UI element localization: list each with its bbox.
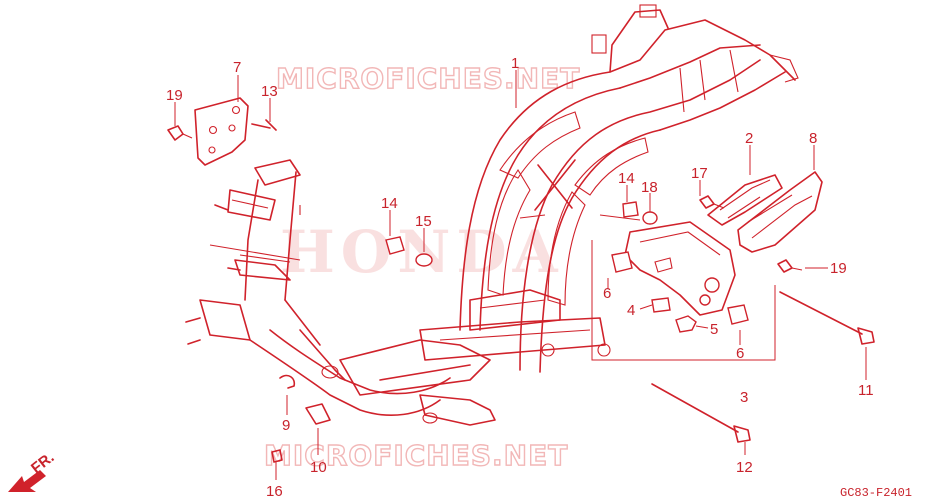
- callout-14b: 14: [618, 170, 635, 187]
- washer-15: [415, 253, 433, 267]
- engine-hanger: [611, 221, 749, 325]
- callout-10: 10: [310, 459, 327, 476]
- main-frame: [419, 4, 799, 373]
- front-direction-arrow: FR.: [8, 449, 58, 492]
- clip-part-9: [279, 374, 296, 389]
- callout-11: 11: [858, 382, 874, 399]
- callout-6b: 6: [736, 345, 744, 362]
- callout-16: 16: [266, 483, 283, 500]
- collar-14-right: [622, 201, 639, 218]
- callout-19b: 19: [830, 260, 847, 277]
- front-frame: [185, 159, 496, 426]
- callout-2: 2: [745, 130, 753, 147]
- callout-15: 15: [415, 213, 432, 230]
- watermark-bottom: MICROFICHES.NET: [264, 439, 568, 472]
- watermark-top: MICROFICHES.NET: [276, 62, 580, 95]
- bracket-plate: [194, 97, 249, 166]
- bolt-13: [251, 119, 277, 131]
- bolt-part-11: [779, 291, 875, 345]
- leader-lines: [174, 70, 867, 480]
- bolt-19-right: [777, 259, 803, 273]
- callout-14a: 14: [381, 195, 398, 212]
- diagram-code: GC83-F2401: [840, 486, 912, 500]
- direction-label: FR.: [28, 449, 58, 477]
- bolt-17: [699, 195, 725, 209]
- grab-rail-part-8: [737, 171, 823, 253]
- bolt-part-12: [651, 383, 751, 443]
- grip-part-2: [707, 174, 783, 226]
- callout-8: 8: [809, 130, 817, 147]
- callout-4: 4: [627, 302, 635, 319]
- callout-6a: 6: [603, 285, 611, 302]
- callout-17: 17: [691, 165, 708, 182]
- callout-3: 3: [740, 389, 748, 406]
- washer-18: [642, 211, 658, 225]
- callout-1: 1: [511, 55, 519, 72]
- callout-18: 18: [641, 179, 658, 196]
- callout-7: 7: [233, 59, 241, 76]
- rubber-part-4: [651, 297, 671, 313]
- plate-part-10: [305, 403, 331, 425]
- callout-5: 5: [710, 321, 718, 338]
- watermark-center: HONDA: [280, 218, 564, 286]
- callout-12: 12: [736, 459, 753, 476]
- callout-9: 9: [282, 417, 290, 434]
- collar-14-left: [385, 236, 405, 255]
- callout-19a: 19: [166, 87, 183, 104]
- callout-13: 13: [261, 83, 278, 100]
- nut-part-5: [675, 315, 697, 333]
- bolt-part-16: [271, 449, 283, 463]
- bolt-19-left: [167, 125, 193, 141]
